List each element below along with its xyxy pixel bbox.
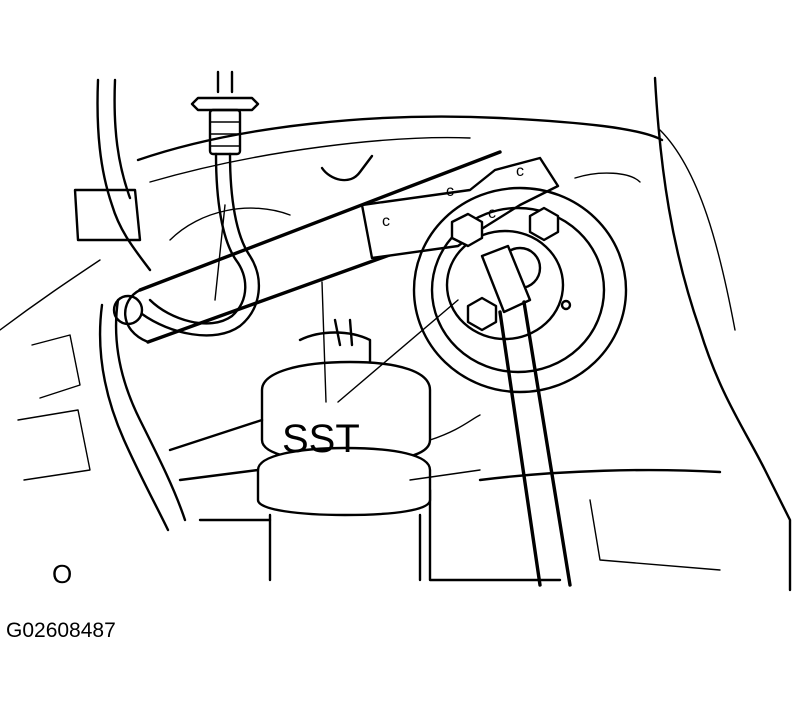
pulley-bolts (450, 206, 560, 332)
sst-leader-lines (321, 281, 459, 403)
brake-hose (140, 70, 261, 337)
svg-text:c: c (516, 163, 524, 180)
sst-bracket: c c c c (360, 156, 560, 260)
sst-wrench-handle (480, 244, 572, 587)
corner-mark: O (52, 559, 72, 589)
engine-housing (0, 76, 792, 592)
svg-text:c: c (446, 183, 454, 200)
lower-boot-assembly (168, 318, 481, 582)
svg-text:c: c (488, 205, 496, 222)
sst-callout-label: SST (282, 417, 360, 461)
brake-line (98, 294, 187, 532)
svg-text:c: c (382, 213, 390, 230)
figure-code: G02608487 (6, 619, 116, 642)
